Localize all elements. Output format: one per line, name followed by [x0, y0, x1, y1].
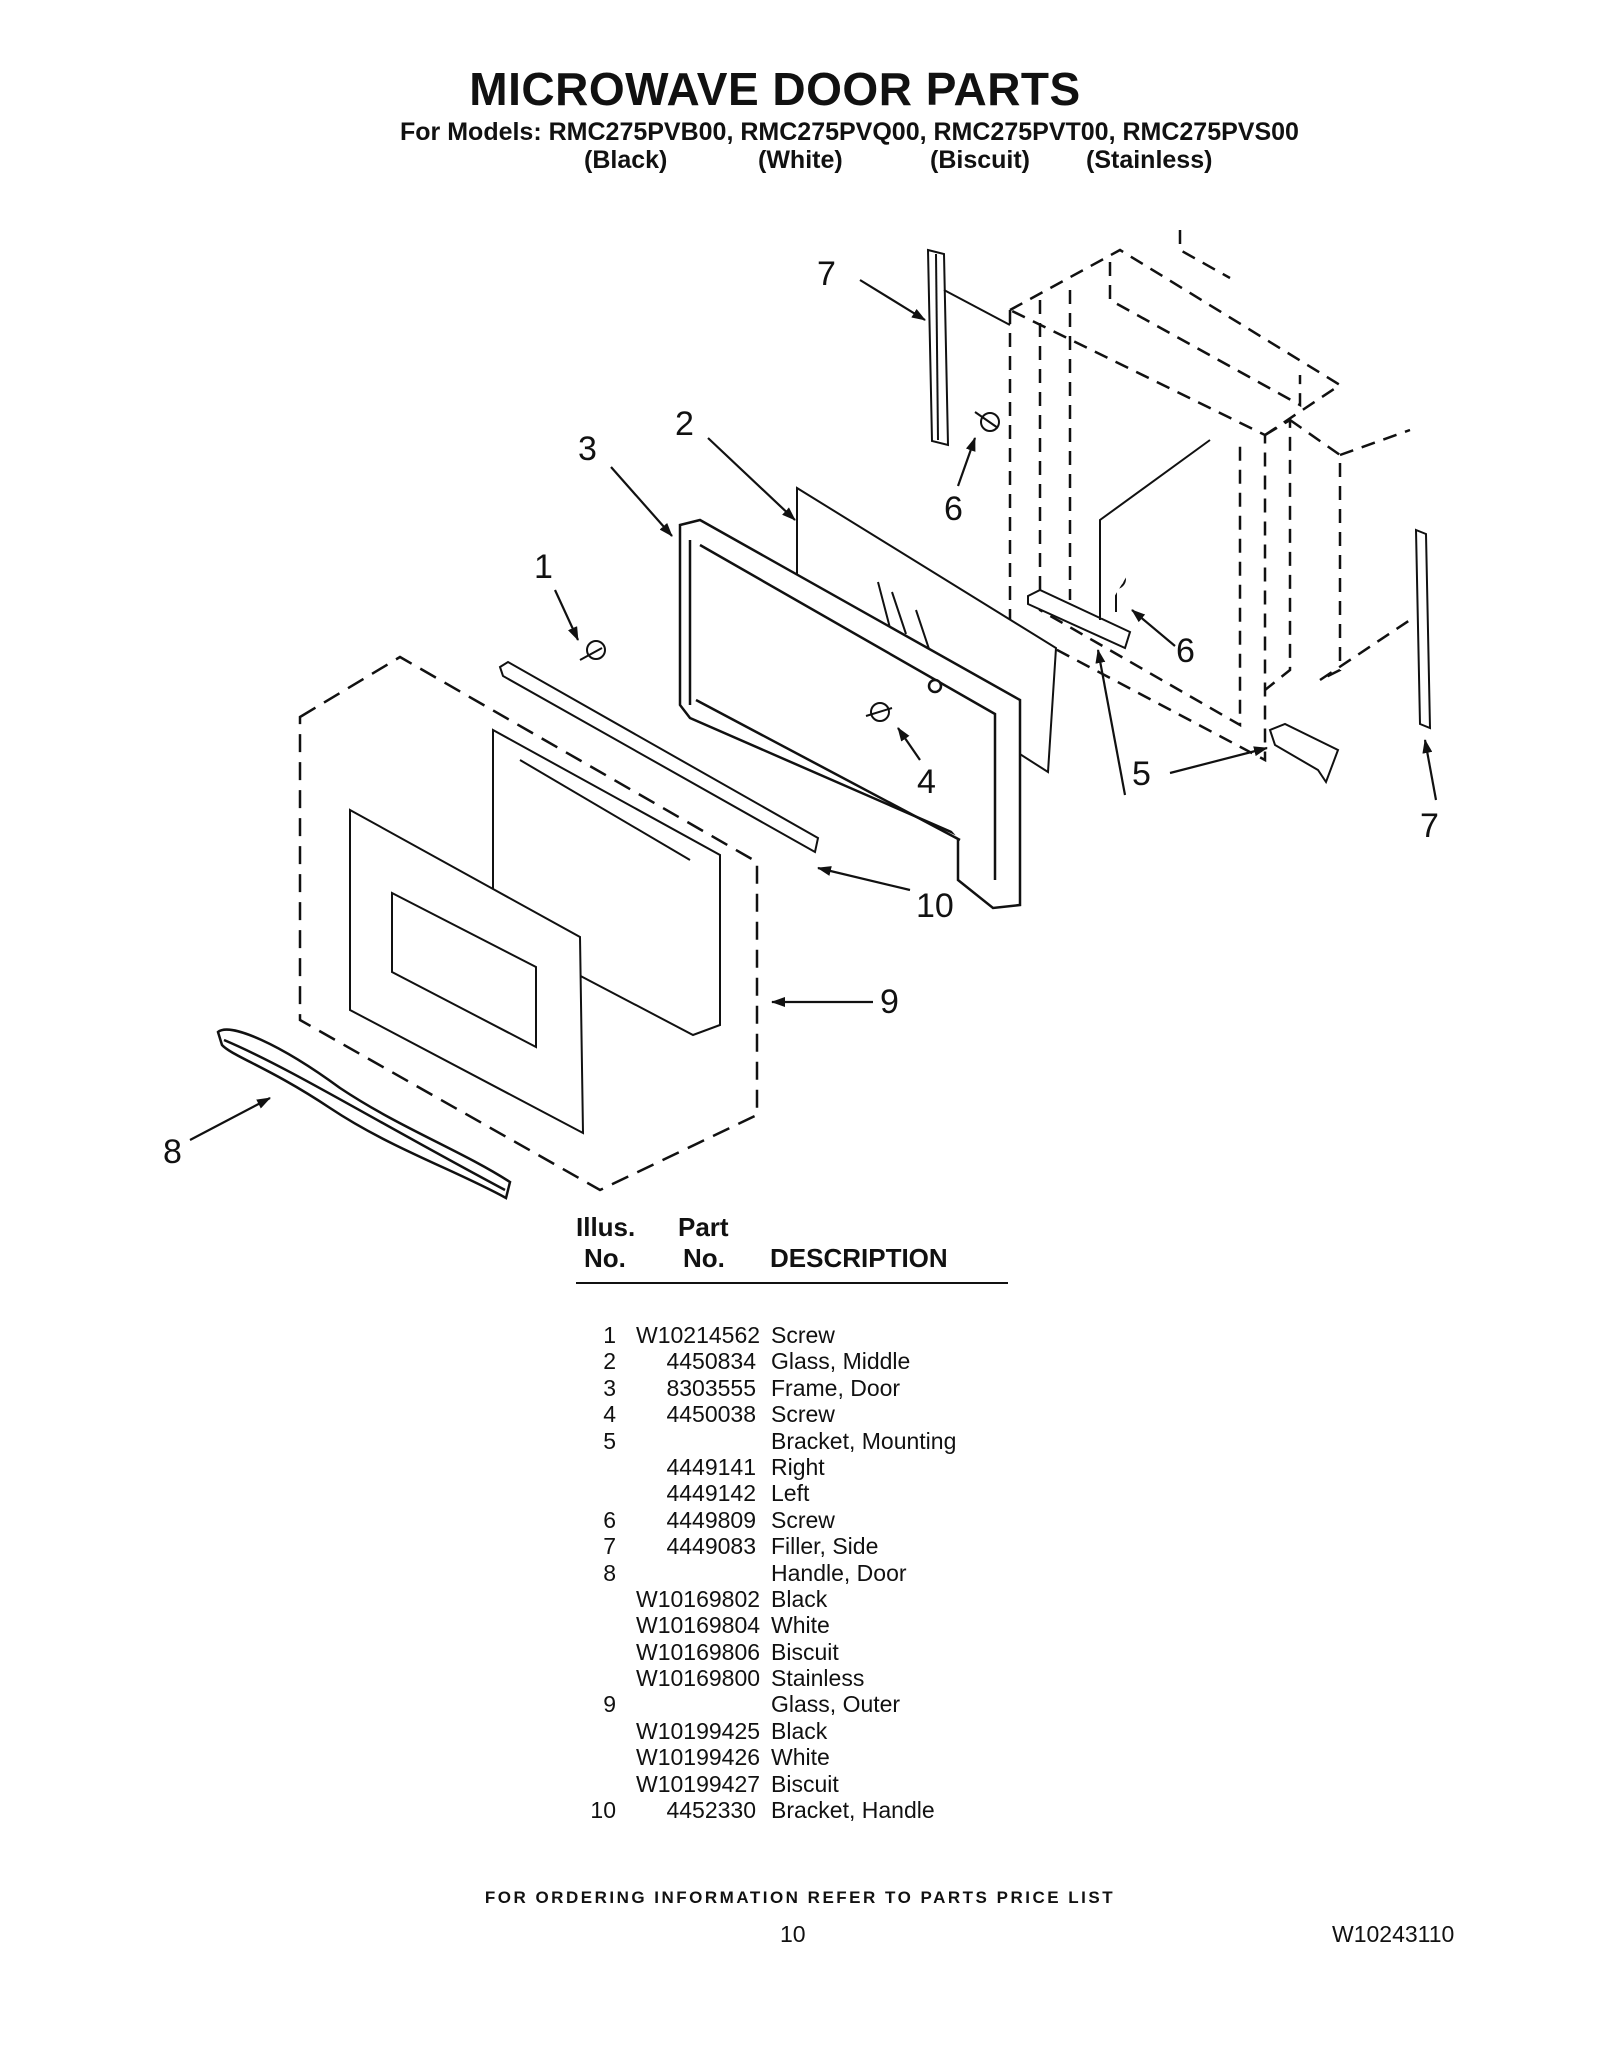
callout-6-top: 6: [944, 490, 963, 528]
illus-number: 7: [603, 1533, 616, 1560]
mounting-bracket-lower: [1268, 722, 1340, 785]
callout-7-right: 7: [1420, 807, 1439, 845]
illus-number: 6: [603, 1506, 616, 1533]
description: Stainless: [771, 1665, 865, 1692]
description: Frame, Door: [771, 1374, 901, 1401]
part-number: 4450834: [666, 1348, 756, 1375]
illus-number: 9: [603, 1691, 616, 1718]
screw-top: [974, 411, 1000, 432]
door-frame: [678, 518, 1022, 910]
callout-5: 5: [1132, 755, 1151, 793]
part-number: W10199425: [636, 1717, 761, 1744]
mounting-bracket-upper: [1027, 439, 1211, 650]
header-part-top: Part: [678, 1212, 729, 1242]
illus-number: 3: [603, 1374, 616, 1401]
part-number: W10169804: [636, 1612, 761, 1639]
outer-glass-panels: [349, 728, 721, 1135]
description: Screw: [771, 1506, 835, 1533]
color-stainless: (Stainless): [1086, 146, 1213, 174]
color-black: (Black): [584, 146, 668, 174]
screw-left: [579, 640, 606, 661]
part-number: 4449142: [666, 1480, 756, 1507]
callout-2: 2: [675, 405, 694, 443]
part-number: W10169802: [636, 1585, 761, 1612]
description: Left: [771, 1480, 810, 1507]
callout-8: 8: [163, 1133, 182, 1171]
part-number: W10169800: [636, 1665, 761, 1692]
callout-10: 10: [916, 887, 954, 925]
color-white: (White): [758, 146, 843, 174]
callout-4: 4: [917, 763, 936, 801]
handle-bracket: [498, 660, 820, 854]
part-number: 8303555: [666, 1374, 756, 1401]
color-biscuit: (Biscuit): [930, 146, 1030, 174]
outer-glass-boundary: [298, 655, 759, 1192]
callout-6-right: 6: [1176, 632, 1195, 670]
screw-center: [865, 702, 893, 722]
description: Black: [771, 1717, 828, 1744]
description: Bracket, Mounting: [771, 1427, 957, 1454]
description: Glass, Middle: [771, 1348, 911, 1375]
callout-9: 9: [880, 983, 899, 1021]
callout-3: 3: [578, 430, 597, 468]
part-number: W10214562: [636, 1322, 761, 1348]
callout-7-top: 7: [817, 255, 836, 293]
part-number: 4449809: [666, 1506, 756, 1533]
header-illus-bottom: No.: [584, 1243, 626, 1273]
table-header-rule: [576, 1282, 1008, 1284]
illus-number: 10: [590, 1797, 616, 1824]
description: Bracket, Handle: [771, 1797, 935, 1824]
illus-number: 8: [603, 1559, 616, 1586]
illus-number: 5: [603, 1427, 616, 1454]
description: Biscuit: [771, 1770, 839, 1797]
document-number: W10243110: [1332, 1921, 1455, 1947]
side-filler-left: [926, 248, 1011, 447]
part-number: 4449083: [666, 1533, 756, 1560]
description: Filler, Side: [771, 1533, 879, 1560]
part-number: W10169806: [636, 1638, 761, 1665]
part-number: 4452330: [666, 1797, 756, 1824]
ordering-note: FOR ORDERING INFORMATION REFER TO PARTS …: [484, 1888, 1116, 1907]
cabinet-outline: [1008, 230, 1411, 763]
leader-arrows: [189, 279, 1438, 1141]
callout-1: 1: [534, 548, 553, 586]
description: Right: [771, 1453, 825, 1480]
side-filler-right: [1414, 528, 1432, 730]
page-title: MICROWAVE DOOR PARTS: [469, 63, 1081, 115]
header-description: DESCRIPTION: [770, 1243, 948, 1273]
description: Biscuit: [771, 1638, 839, 1665]
description: White: [771, 1612, 830, 1639]
door-handle: [216, 1028, 512, 1200]
exploded-parts-diagram: 7 2 3 6 1 6 4 5 7 10 9 8: [163, 230, 1439, 1200]
description: Screw: [771, 1401, 835, 1428]
callout-numbers: 7 2 3 6 1 6 4 5 7 10 9 8: [163, 255, 1439, 1171]
description: Glass, Outer: [771, 1691, 901, 1718]
header-illus-top: Illus.: [576, 1212, 636, 1242]
part-number: W10199427: [636, 1770, 761, 1797]
header-part-bottom: No.: [683, 1243, 725, 1273]
illus-number: 4: [603, 1401, 616, 1428]
illus-number: 2: [603, 1348, 616, 1375]
part-number: 4450038: [666, 1401, 756, 1428]
description: Handle, Door: [771, 1559, 907, 1586]
models-line: For Models: RMC275PVB00, RMC275PVQ00, RM…: [400, 118, 1299, 146]
part-number: W10199426: [636, 1744, 761, 1771]
description: Black: [771, 1585, 828, 1612]
illus-number: 1: [603, 1322, 616, 1348]
page-number: 10: [780, 1921, 806, 1947]
description: Screw: [771, 1322, 835, 1348]
part-number: 4449141: [666, 1453, 756, 1480]
description: White: [771, 1744, 830, 1771]
